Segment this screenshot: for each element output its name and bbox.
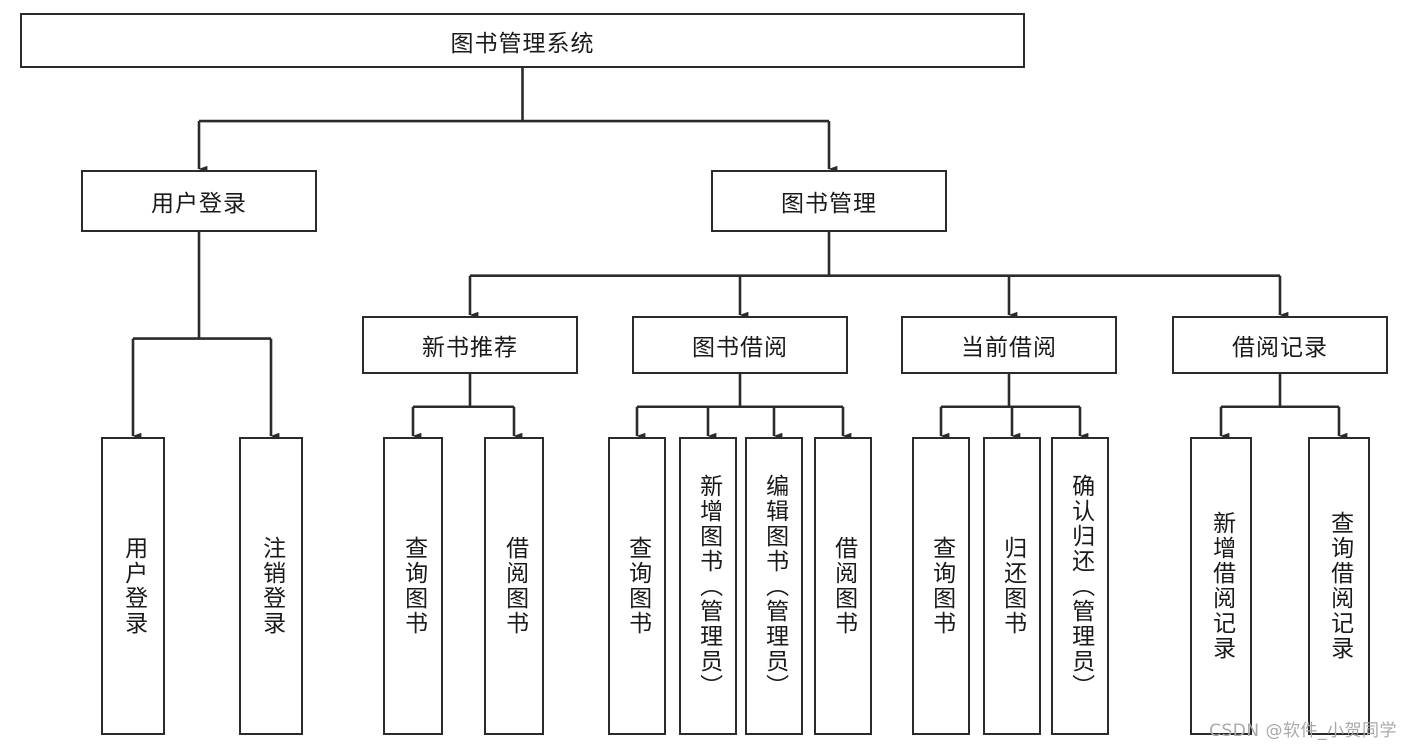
node-label: 用户登录 [120,536,147,636]
node-label: 借阅记录 [1232,335,1328,361]
node-label: 查询借阅记录 [1326,511,1353,661]
node-user-login[interactable]: 用户登录 [81,170,317,232]
node-current-borrow[interactable]: 当前借阅 [901,316,1117,374]
node-label: 新增图书（管理员） [695,473,722,699]
node-label: 图书管理系统 [450,30,595,57]
node-label: 确认归还（管理员） [1067,473,1094,699]
node-label: 图书借阅 [692,335,788,361]
leaf-edit-book-admin[interactable]: 编辑图书（管理员） [745,437,803,735]
leaf-borrow-book[interactable]: 借阅图书 [814,437,872,735]
node-label: 当前借阅 [961,335,1057,361]
node-book-management[interactable]: 图书管理 [711,170,947,232]
node-label: 注销登录 [258,536,285,636]
leaf-confirm-return-admin[interactable]: 确认归还（管理员） [1051,437,1109,735]
leaf-query-book-current[interactable]: 查询图书 [912,437,970,735]
node-root-book-management-system[interactable]: 图书管理系统 [20,13,1025,68]
node-label: 归还图书 [999,536,1026,636]
leaf-query-book-recommend[interactable]: 查询图书 [383,437,443,735]
node-label: 查询图书 [624,536,651,636]
node-new-book-recommend[interactable]: 新书推荐 [362,316,578,374]
node-book-borrow[interactable]: 图书借阅 [632,316,848,374]
node-label: 借阅图书 [830,536,857,636]
leaf-logout[interactable]: 注销登录 [239,437,303,735]
node-label: 借阅图书 [501,536,528,636]
leaf-borrow-book-recommend[interactable]: 借阅图书 [484,437,544,735]
leaf-query-book-borrow[interactable]: 查询图书 [608,437,666,735]
node-label: 查询图书 [928,536,955,636]
node-label: 新书推荐 [422,335,518,361]
node-label: 新增借阅记录 [1208,511,1235,661]
leaf-add-borrow-record[interactable]: 新增借阅记录 [1190,437,1252,735]
node-label: 编辑图书（管理员） [761,473,788,699]
leaf-add-book-admin[interactable]: 新增图书（管理员） [679,437,737,735]
node-borrow-record[interactable]: 借阅记录 [1172,316,1388,374]
watermark: CSDN @软件_小贺同学 [1209,721,1397,741]
leaf-return-book[interactable]: 归还图书 [983,437,1041,735]
leaf-query-borrow-record[interactable]: 查询借阅记录 [1308,437,1370,735]
node-label: 查询图书 [400,536,427,636]
node-label: 用户登录 [151,191,247,217]
node-label: 图书管理 [781,191,877,217]
leaf-user-login[interactable]: 用户登录 [101,437,165,735]
